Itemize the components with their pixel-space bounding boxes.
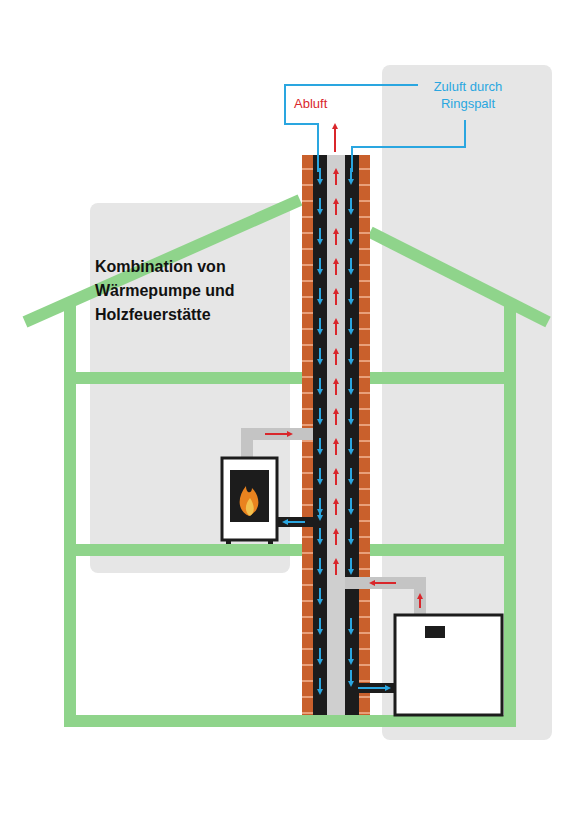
- heat-pump: [395, 615, 502, 715]
- flue-pipe: [247, 434, 313, 458]
- flow-arrow: [319, 528, 321, 542]
- flow-arrow: [319, 318, 321, 332]
- air-pipe: [277, 517, 316, 527]
- flow-arrow: [372, 582, 396, 584]
- flow-arrow: [350, 438, 352, 452]
- flow-arrow: [319, 648, 321, 662]
- flow-arrow: [350, 648, 352, 662]
- flow-arrow: [350, 318, 352, 332]
- flow-arrow: [319, 348, 321, 362]
- flue-pipe: [345, 583, 420, 614]
- grey-panel: [382, 65, 552, 740]
- flow-arrow: [350, 528, 352, 542]
- flow-arrow: [335, 231, 337, 245]
- exhaust-label: Abluft: [294, 96, 327, 111]
- wood-stove: [222, 458, 277, 544]
- flow-arrow: [350, 378, 352, 392]
- flow-arrow: [265, 433, 290, 435]
- flow-arrow: [335, 201, 337, 215]
- flow-arrow: [350, 198, 352, 212]
- flow-arrow: [335, 261, 337, 275]
- flow-arrow: [419, 596, 421, 608]
- flow-arrows: [265, 168, 420, 692]
- flow-arrow: [350, 408, 352, 422]
- flow-arrow: [319, 228, 321, 242]
- flow-arrow: [350, 258, 352, 272]
- flow-arrow: [335, 531, 337, 545]
- flow-arrow: [335, 381, 337, 395]
- flow-arrow: [319, 408, 321, 422]
- flow-arrow: [350, 468, 352, 482]
- flow-arrow: [350, 558, 352, 572]
- flow-arrow: [319, 468, 321, 482]
- flow-arrow: [335, 561, 337, 575]
- flow-arrow: [319, 258, 321, 272]
- flow-arrow: [350, 618, 352, 632]
- flow-arrow: [319, 618, 321, 632]
- flow-arrow: [319, 288, 321, 302]
- supply-label: Zuluft durch Ringspalt: [422, 78, 514, 112]
- flow-arrow: [319, 500, 321, 518]
- flow-arrow: [350, 498, 352, 512]
- flow-arrow: [335, 501, 337, 515]
- flue-channel: [327, 155, 345, 715]
- diagram-title: Kombination von Wärmepumpe und Holzfeuer…: [95, 255, 287, 327]
- flow-arrow: [319, 168, 321, 182]
- flow-arrow: [335, 471, 337, 485]
- flue-liner: [313, 155, 359, 715]
- flow-arrow: [335, 321, 337, 335]
- flow-arrow: [319, 198, 321, 212]
- house-outline: [25, 200, 548, 721]
- flow-arrow: [319, 588, 321, 602]
- flow-arrow: [319, 378, 321, 392]
- flow-arrow: [319, 438, 321, 452]
- flow-arrow: [350, 670, 352, 684]
- flow-arrow: [350, 168, 352, 182]
- exhaust-arrow: [334, 126, 336, 152]
- grey-panel: [90, 203, 290, 573]
- flow-arrow: [350, 348, 352, 362]
- flow-arrow: [350, 288, 352, 302]
- flow-arrow: [319, 558, 321, 572]
- flow-arrow: [350, 228, 352, 242]
- supply-line: [352, 120, 465, 172]
- flow-arrow: [335, 291, 337, 305]
- flow-arrow: [335, 351, 337, 365]
- flow-arrow: [319, 678, 321, 692]
- flow-arrow: [285, 521, 305, 523]
- flow-arrow: [335, 411, 337, 425]
- flow-arrow: [335, 441, 337, 455]
- flow-arrow: [358, 687, 388, 689]
- flow-arrow: [335, 171, 337, 185]
- air-pipe: [350, 683, 396, 693]
